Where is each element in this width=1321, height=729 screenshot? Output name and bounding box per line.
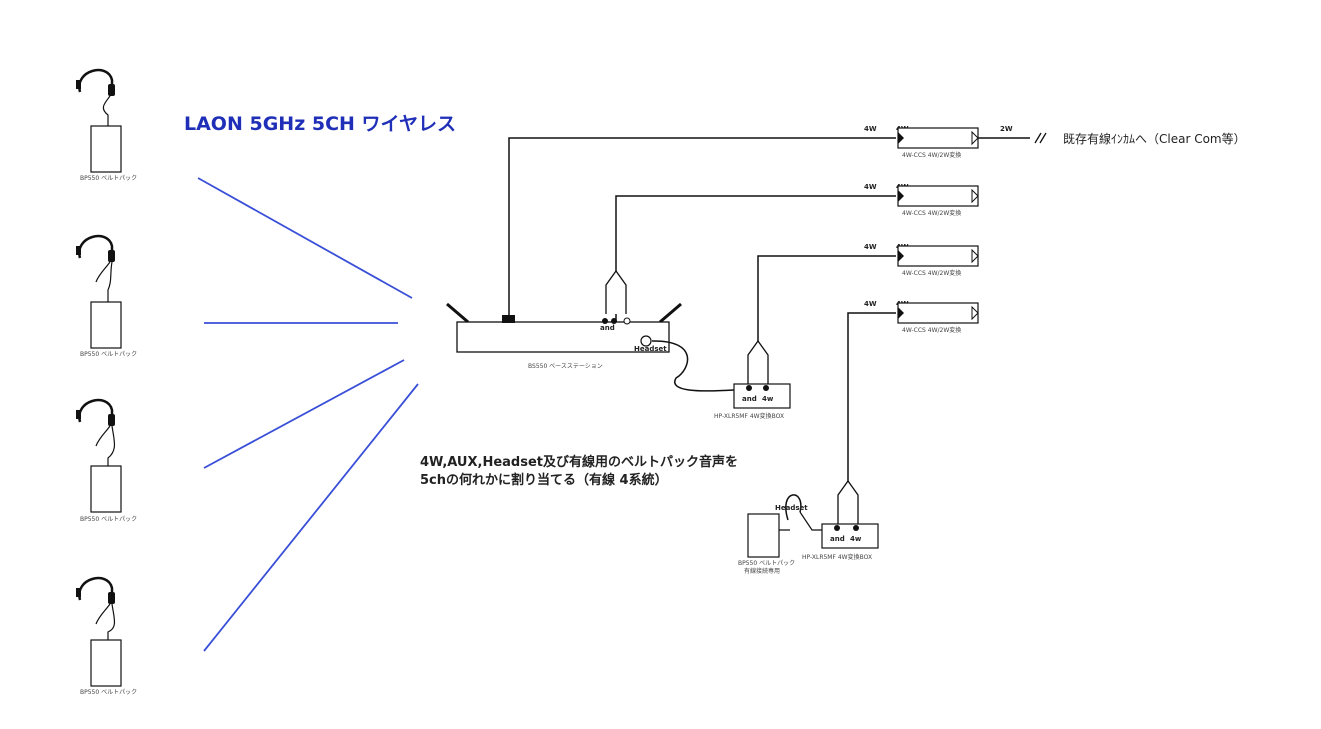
base-station-body bbox=[456, 321, 670, 353]
svg-text:4w: 4w bbox=[850, 535, 862, 543]
note-line-2: 5chの何れかに割り当てる（有線 4系統） bbox=[420, 472, 668, 488]
svg-text:and: and bbox=[830, 535, 845, 543]
wireless-beltpack-4: BP550 ベルトパック bbox=[76, 576, 137, 696]
svg-text:4W-CCS 4W/2W変換: 4W-CCS 4W/2W変換 bbox=[902, 151, 961, 159]
svg-text:Headset: Headset bbox=[634, 345, 667, 353]
svg-text:4W: 4W bbox=[864, 183, 877, 191]
svg-text:4W-CCS 4W/2W変換: 4W-CCS 4W/2W変換 bbox=[902, 269, 961, 277]
converter-2: 4W 4W 4W-CCS 4W/2W変換 bbox=[864, 183, 979, 217]
svg-text:and: and bbox=[742, 395, 757, 403]
cable-break-icon bbox=[1034, 132, 1047, 144]
headset-icon bbox=[78, 68, 114, 93]
beltpack-label: BP550 ベルトパック bbox=[80, 175, 137, 182]
beltpack-icon bbox=[90, 301, 122, 349]
svg-text:Headset: Headset bbox=[775, 504, 808, 512]
note-line-1: 4W,AUX,Headset及び有線用のベルトパック音声を bbox=[420, 454, 738, 470]
antenna-icon bbox=[446, 302, 469, 324]
conversion-box-2: and 4w HP-XLR5MF 4W変換BOX bbox=[802, 523, 879, 561]
svg-text:2W: 2W bbox=[1000, 125, 1013, 133]
svg-text:4w: 4w bbox=[762, 395, 774, 403]
base-station-label: BS550 ベースステーション bbox=[528, 363, 603, 370]
converter-3: 4W 4W 4W-CCS 4W/2W変換 bbox=[864, 243, 979, 277]
svg-text:HP-XLR5MF 4W変換BOX: HP-XLR5MF 4W変換BOX bbox=[802, 553, 872, 561]
wireless-link-1 bbox=[197, 177, 413, 299]
headset-icon bbox=[78, 398, 114, 423]
svg-text:有線接続専用: 有線接続専用 bbox=[744, 567, 780, 575]
beltpack-label: BP550 ベルトパック bbox=[80, 689, 137, 696]
svg-text:BP550 ベルトパック: BP550 ベルトパック bbox=[738, 560, 795, 567]
wireless-beltpack-1: BP550 ベルトパック bbox=[76, 68, 137, 182]
beltpack-icon bbox=[90, 125, 122, 173]
wireless-link-3 bbox=[203, 359, 405, 469]
headset-icon bbox=[78, 234, 114, 259]
beltpack-icon bbox=[747, 513, 780, 558]
conversion-box-1: and 4w HP-XLR5MF 4W変換BOX bbox=[714, 383, 791, 420]
svg-text:4W-CCS 4W/2W変換: 4W-CCS 4W/2W変換 bbox=[902, 326, 961, 334]
svg-text:and: and bbox=[600, 324, 615, 332]
diagram-title: LAON 5GHz 5CH ワイヤレス bbox=[184, 113, 456, 135]
wireless-beltpack-2: BP550 ベルトパック bbox=[76, 234, 137, 358]
antenna-icon bbox=[659, 302, 682, 324]
headset-jack-icon bbox=[640, 335, 652, 347]
svg-text:4W: 4W bbox=[864, 300, 877, 308]
svg-text:4W: 4W bbox=[864, 243, 877, 251]
converter-1: 4W 4W 2W 4W-CCS 4W/2W変換 bbox=[864, 125, 1013, 159]
converter-4: 4W 4W 4W-CCS 4W/2W変換 bbox=[864, 300, 979, 334]
beltpack-label: BP550 ベルトパック bbox=[80, 516, 137, 523]
svg-text:4W-CCS 4W/2W変換: 4W-CCS 4W/2W変換 bbox=[902, 209, 961, 217]
wired-beltpack: Headset BP550 ベルトパック 有線接続専用 bbox=[738, 504, 822, 575]
svg-text:HP-XLR5MF 4W変換BOX: HP-XLR5MF 4W変換BOX bbox=[714, 412, 784, 420]
svg-text:4W: 4W bbox=[864, 125, 877, 133]
wireless-links bbox=[197, 177, 419, 652]
beltpack-icon bbox=[90, 465, 122, 513]
beltpack-label: BP550 ベルトパック bbox=[80, 351, 137, 358]
destination-label: 既存有線ｲﾝｶﾑへ（Clear Com等） bbox=[1063, 131, 1246, 146]
beltpack-icon bbox=[90, 639, 122, 687]
wireless-beltpack-3: BP550 ベルトパック bbox=[76, 398, 137, 523]
wireless-link-4 bbox=[203, 383, 419, 652]
xlr-bridges bbox=[605, 269, 859, 524]
base-station: and Headset BS550 ベースステーション bbox=[446, 302, 682, 370]
headset-icon bbox=[78, 576, 114, 601]
